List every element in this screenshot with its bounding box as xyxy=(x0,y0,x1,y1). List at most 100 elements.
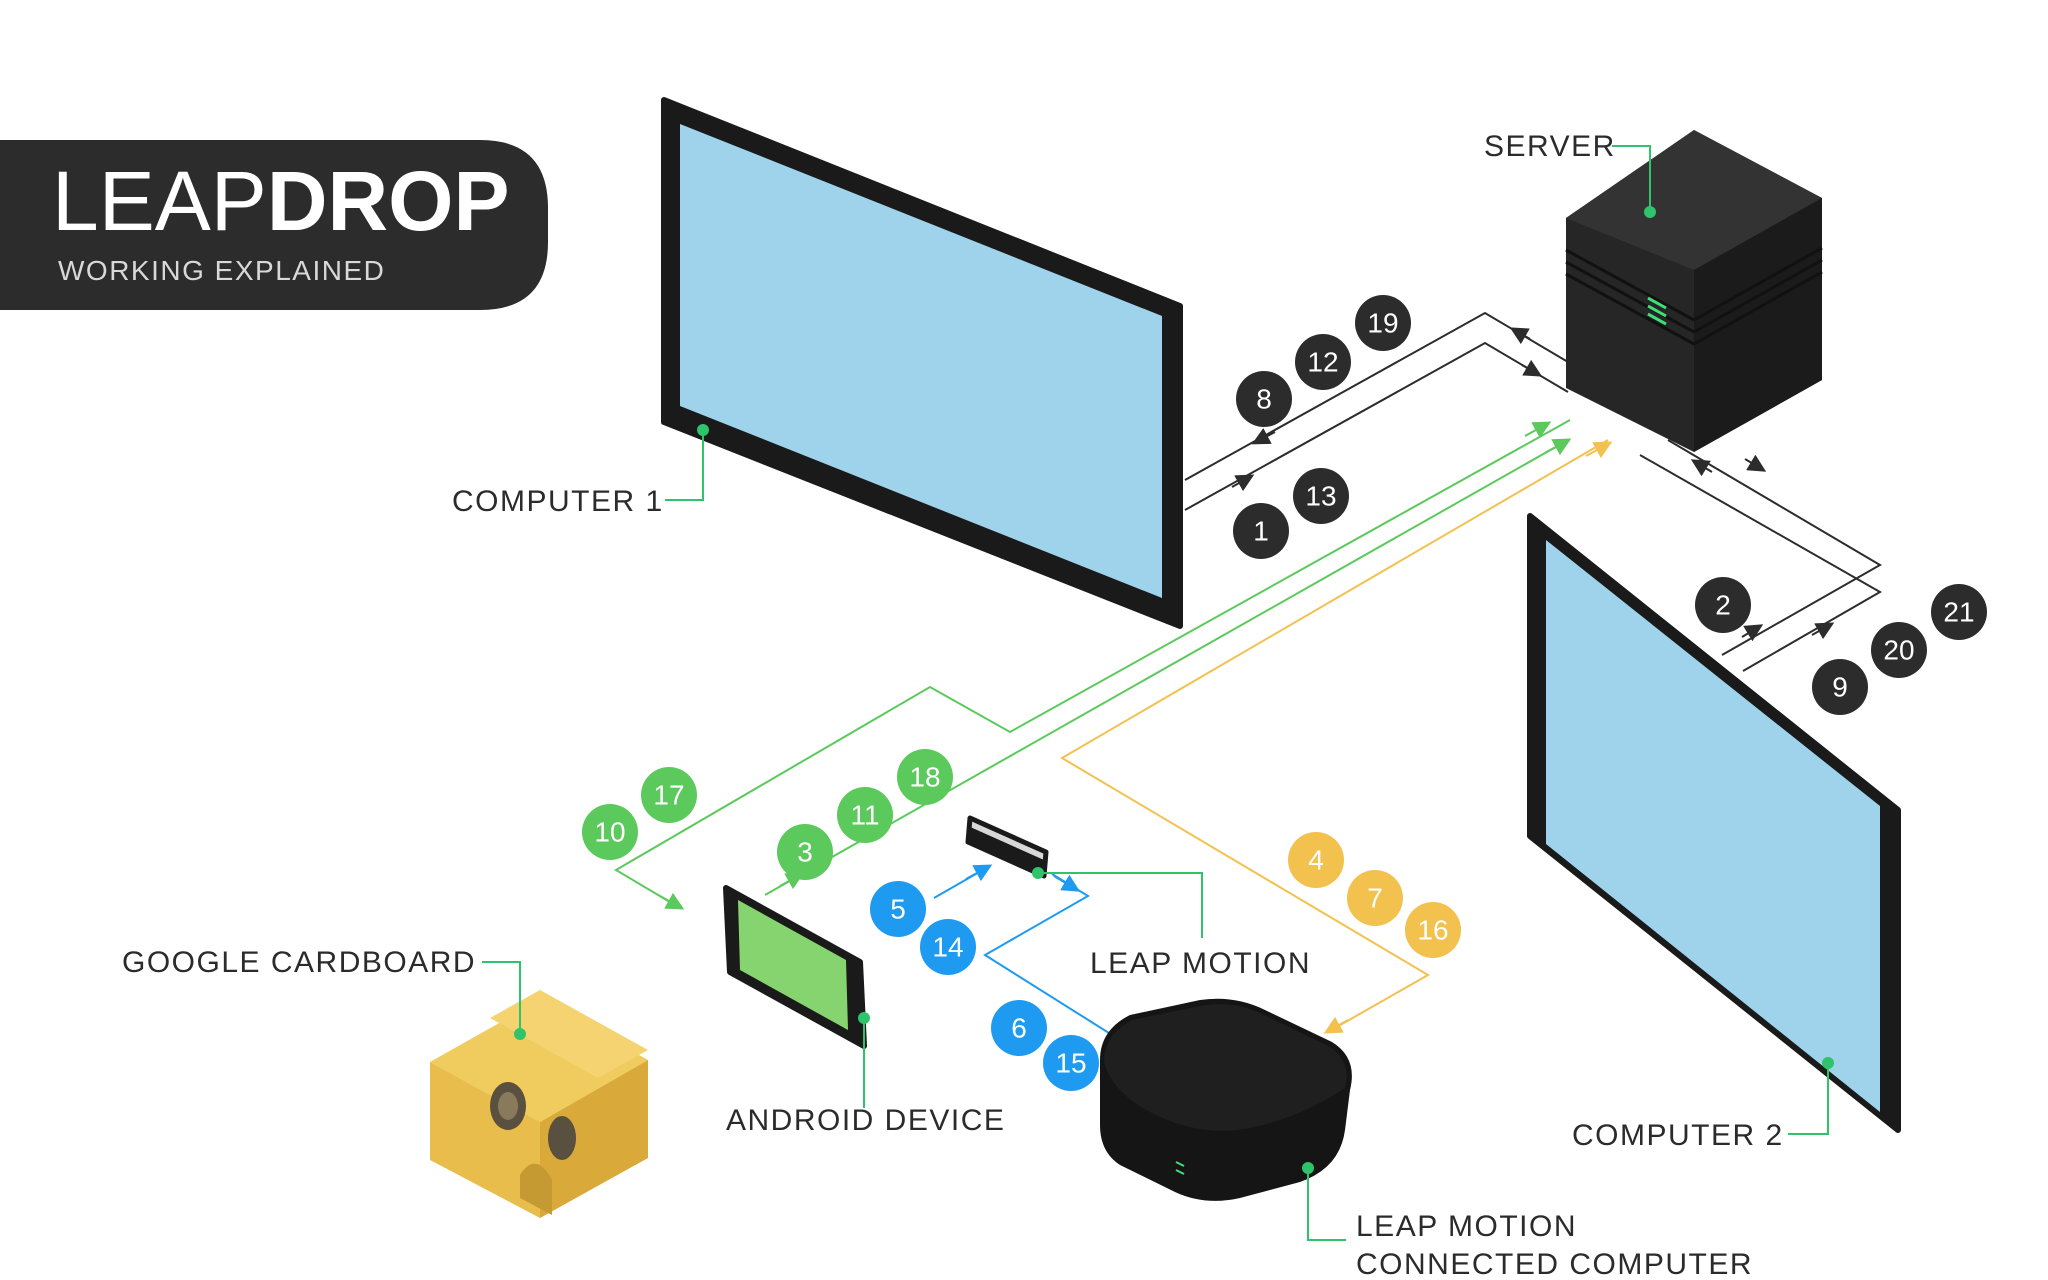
title-card-background xyxy=(0,140,548,310)
step-badge-1: 1 xyxy=(1233,503,1289,559)
step-11-text: 11 xyxy=(850,800,879,831)
step-17-text: 17 xyxy=(653,780,684,811)
step-badge-14: 14 xyxy=(920,919,976,975)
step-badges: 19 12 8 13 1 2 21 20 9 17 10 18 11 3 5 1… xyxy=(582,295,1987,1091)
green-connections xyxy=(614,419,1572,910)
c1-server-upper-line xyxy=(1184,311,1569,481)
arrow-c2-to-server xyxy=(1690,459,1713,477)
arrow-to-c1 xyxy=(1251,427,1276,445)
step-badge-17: 17 xyxy=(641,767,697,823)
server-side xyxy=(1694,198,1822,452)
step-badge-13: 13 xyxy=(1293,468,1349,524)
step-badge-7: 7 xyxy=(1347,870,1403,926)
leap-motion-leader-dot xyxy=(1032,867,1044,879)
step-13-text: 13 xyxy=(1305,481,1336,512)
server-leader-dot xyxy=(1644,206,1656,218)
blue-connections xyxy=(933,864,1129,1046)
step-badge-21: 21 xyxy=(1931,584,1987,640)
server-c2-upper-line xyxy=(1667,439,1882,656)
step-badge-15: 15 xyxy=(1043,1035,1099,1091)
computer1-screen xyxy=(680,124,1162,598)
label-lm-computer: LEAP MOTION CONNECTED COMPUTER xyxy=(1302,1162,1753,1280)
title-bold: DROP xyxy=(267,154,510,248)
lm-computer-leader-dot xyxy=(1302,1162,1314,1174)
yellow-line xyxy=(1060,439,1609,1033)
computer2-leader-line xyxy=(1788,1063,1829,1135)
cardboard-left-lens-inner xyxy=(498,1092,518,1120)
title-card: LEAPDROP WORKING EXPLAINED xyxy=(0,140,548,310)
step-badge-18: 18 xyxy=(897,749,953,805)
step-badge-20: 20 xyxy=(1871,622,1927,678)
step-1-text: 1 xyxy=(1253,516,1269,547)
google-cardboard xyxy=(430,990,648,1218)
server-status-lights xyxy=(1647,296,1667,326)
cardboard-side xyxy=(540,1060,648,1218)
computer1-leader-line xyxy=(665,430,704,501)
lm-computer-top xyxy=(1104,1004,1347,1131)
step-badge-8: 8 xyxy=(1236,371,1292,427)
lm-computer-lights xyxy=(1175,1161,1185,1175)
blue-arrow-to-leap xyxy=(965,864,993,882)
step-14-text: 14 xyxy=(932,932,963,963)
android-device-label: ANDROID DEVICE xyxy=(726,1104,1005,1137)
step-2-text: 2 xyxy=(1715,590,1731,621)
dark-connections-computer2 xyxy=(1639,439,1883,672)
android-device-leader-dot xyxy=(858,1012,870,1024)
step-19-text: 19 xyxy=(1367,308,1398,339)
step-badge-5: 5 xyxy=(870,881,926,937)
step-15-text: 15 xyxy=(1055,1048,1086,1079)
label-server: SERVER xyxy=(1484,130,1656,218)
arrow-server-to-c2 xyxy=(1744,454,1767,472)
blue-arrow-from-leap xyxy=(1053,874,1081,892)
step-4-text: 4 xyxy=(1308,845,1324,876)
google-cardboard-leader-dot xyxy=(514,1028,526,1040)
arrow-server-to-c1-upper xyxy=(1509,327,1531,345)
computer1-label: COMPUTER 1 xyxy=(452,485,664,518)
step-8-text: 8 xyxy=(1256,384,1272,415)
server-c2-lower-line xyxy=(1639,454,1883,672)
label-computer1: COMPUTER 1 xyxy=(452,424,709,518)
arrow-to-c2 xyxy=(1811,622,1835,640)
label-android-device: ANDROID DEVICE xyxy=(726,1012,1005,1137)
step-badge-11: 11 xyxy=(837,787,893,843)
green-arrow-to-server-2 xyxy=(1544,438,1572,456)
step-badge-2: 2 xyxy=(1695,577,1751,633)
arrow-c1-to-server xyxy=(1521,359,1543,377)
server-label: SERVER xyxy=(1484,130,1616,163)
green-line-outer xyxy=(614,419,1571,909)
title-light: LEAP xyxy=(52,154,267,248)
green-arrow-to-android xyxy=(659,892,685,910)
android-screen xyxy=(738,900,848,1030)
lm-computer-label-line2: CONNECTED COMPUTER xyxy=(1356,1248,1753,1280)
step-badge-6: 6 xyxy=(991,1000,1047,1056)
c1-server-lower-line xyxy=(1184,341,1569,511)
arrow-from-c1 xyxy=(1231,474,1255,492)
step-badge-9: 9 xyxy=(1812,659,1868,715)
lm-computer-label-line1: LEAP MOTION xyxy=(1356,1210,1577,1243)
leap-motion-face xyxy=(968,826,1044,876)
green-line-inner xyxy=(764,439,1569,896)
title-text: LEAPDROP xyxy=(52,154,510,248)
leap-motion-leader-line xyxy=(1038,872,1203,938)
server-leader-line xyxy=(1612,145,1651,212)
leap-motion-sensor xyxy=(965,815,1049,879)
label-leap-motion: LEAP MOTION xyxy=(1032,867,1311,980)
step-6-text: 6 xyxy=(1011,1013,1027,1044)
computer1-leader-dot xyxy=(697,424,709,436)
label-computer2: COMPUTER 2 xyxy=(1572,1057,1834,1152)
step-7-text: 7 xyxy=(1367,883,1383,914)
google-cardboard-leader-line xyxy=(482,961,521,1034)
server-box xyxy=(1565,130,1823,452)
arrow-c2-up xyxy=(1741,624,1764,642)
step-20-text: 20 xyxy=(1883,635,1914,666)
leap-motion-label: LEAP MOTION xyxy=(1090,947,1311,980)
computer2-leader-dot xyxy=(1822,1057,1834,1069)
step-badge-12: 12 xyxy=(1295,334,1351,390)
android-device xyxy=(723,885,867,1049)
yellow-arrow-to-lm-computer xyxy=(1323,1016,1349,1034)
step-badge-16: 16 xyxy=(1405,902,1461,958)
cardboard-front xyxy=(430,1062,540,1218)
dark-connections-computer1 xyxy=(1184,311,1569,511)
step-12-text: 12 xyxy=(1307,347,1338,378)
